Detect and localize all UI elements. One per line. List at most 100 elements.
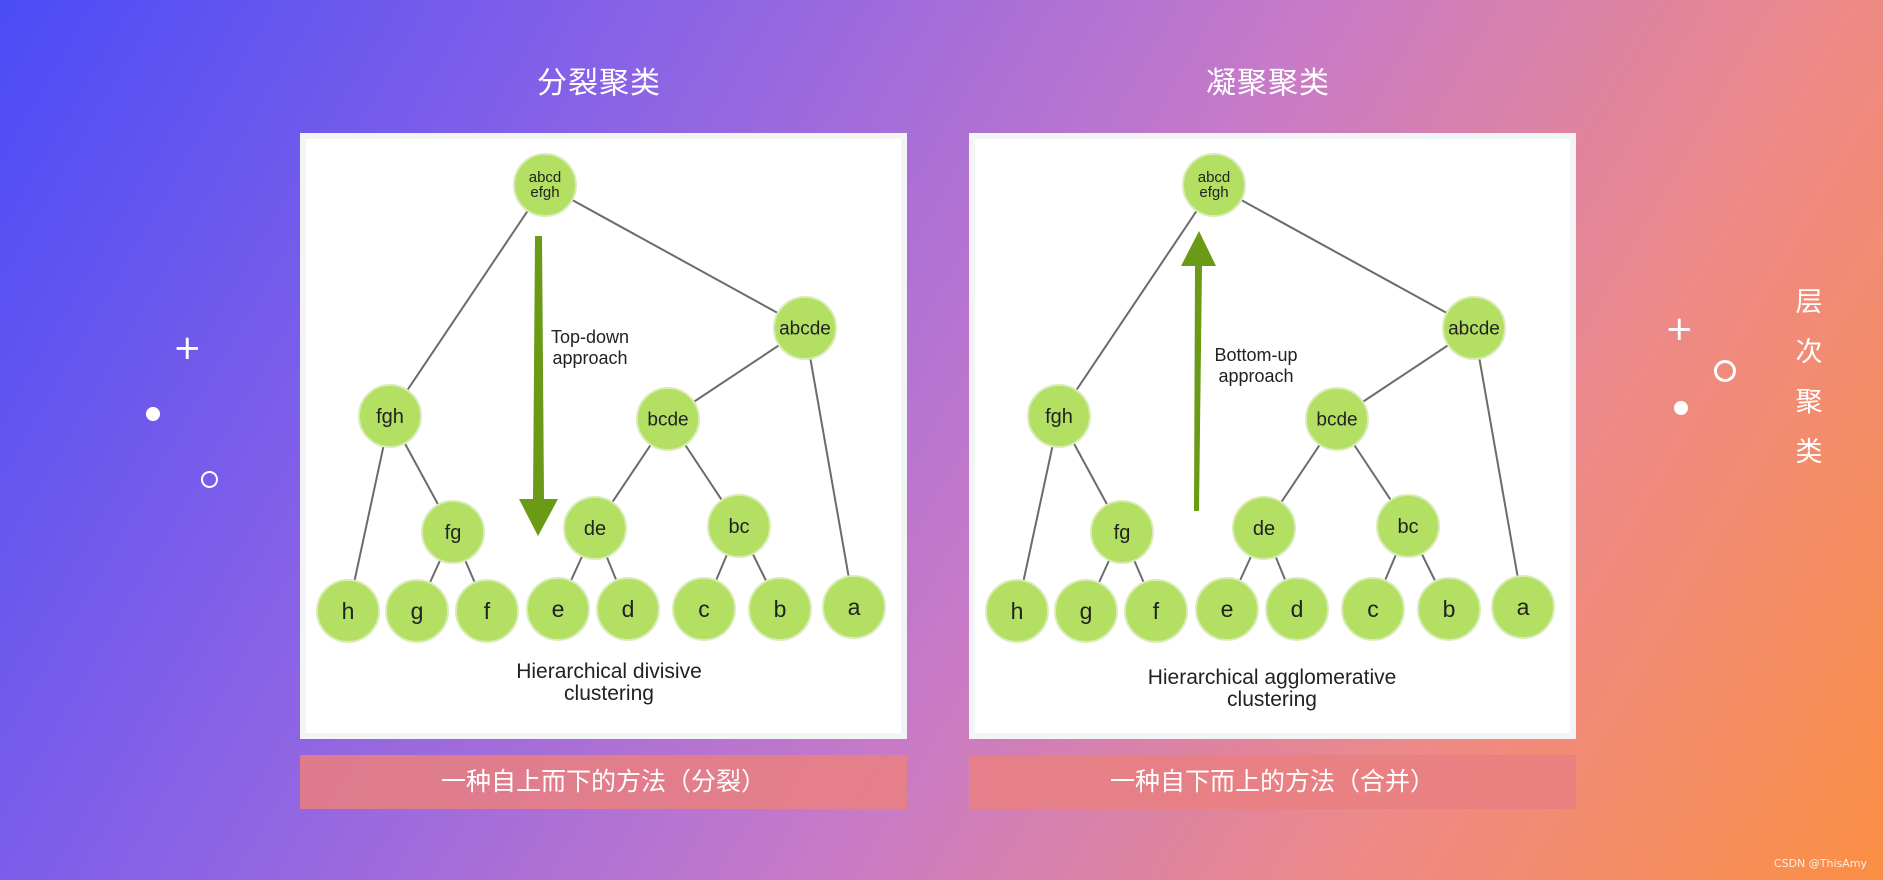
node-label: abcde bbox=[1448, 319, 1500, 340]
node-circle bbox=[1027, 384, 1091, 448]
side-title-char: 聚 bbox=[1795, 387, 1823, 418]
node-label: f bbox=[484, 598, 491, 624]
node-circle bbox=[1491, 575, 1555, 639]
node-de: de bbox=[563, 496, 627, 560]
node-circle bbox=[596, 577, 660, 641]
node-label: de bbox=[584, 518, 606, 540]
node-label: fgh bbox=[1045, 406, 1073, 428]
node-h: h bbox=[316, 579, 380, 643]
node-label: de bbox=[1253, 518, 1275, 540]
node-label: bcde bbox=[647, 410, 688, 431]
up-arrow-icon bbox=[1181, 231, 1216, 511]
node-circle bbox=[421, 500, 485, 564]
approach-note: Top-down bbox=[551, 327, 629, 347]
node-abcde: abcde bbox=[1442, 296, 1506, 360]
approach-note: approach bbox=[1218, 366, 1293, 386]
tree-edge bbox=[1473, 327, 1524, 608]
tree-edge bbox=[1213, 184, 1475, 329]
diagram-caption: Hierarchical divisive bbox=[516, 660, 702, 683]
node-bcde: bcde bbox=[1305, 387, 1369, 451]
node-label: abcde bbox=[779, 319, 831, 340]
node-circle bbox=[1124, 579, 1188, 643]
node-circle bbox=[358, 384, 422, 448]
node-label: a bbox=[1517, 594, 1530, 620]
node-de: de bbox=[1232, 496, 1296, 560]
node-circle bbox=[513, 153, 577, 217]
tree-edge bbox=[544, 184, 806, 329]
node-label: c bbox=[1367, 596, 1379, 622]
node-label: d bbox=[1291, 596, 1304, 622]
agglomerative-caption: 一种自下而上的方法（合并） bbox=[969, 755, 1576, 809]
node-c: c bbox=[672, 577, 736, 641]
node-circle bbox=[985, 579, 1049, 643]
tree-edge bbox=[804, 327, 855, 608]
node-circle bbox=[563, 496, 627, 560]
node-circle bbox=[773, 296, 837, 360]
node-label: fg bbox=[1114, 522, 1131, 544]
node-label: c bbox=[698, 596, 710, 622]
node-circle bbox=[1265, 577, 1329, 641]
approach-note: approach bbox=[552, 348, 627, 368]
node-circle bbox=[1376, 494, 1440, 558]
node-e: e bbox=[526, 577, 590, 641]
divisive-title: 分裂聚类 bbox=[537, 66, 661, 101]
diagram-caption: clustering bbox=[1227, 688, 1317, 711]
node-bc: bc bbox=[1376, 494, 1440, 558]
node-e: e bbox=[1195, 577, 1259, 641]
node-label: g bbox=[1080, 598, 1093, 624]
node-f: f bbox=[1124, 579, 1188, 643]
node-c: c bbox=[1341, 577, 1405, 641]
node-circle bbox=[748, 577, 812, 641]
node-circle bbox=[526, 577, 590, 641]
node-bc: bc bbox=[707, 494, 771, 558]
node-g: g bbox=[385, 579, 449, 643]
node-b: b bbox=[748, 577, 812, 641]
node-label: h bbox=[342, 598, 355, 624]
node-abcde: abcde bbox=[773, 296, 837, 360]
ring-icon bbox=[1714, 360, 1736, 382]
side-title-char: 次 bbox=[1795, 337, 1823, 368]
diagram-caption: Hierarchical agglomerative bbox=[1148, 666, 1397, 689]
dot-icon bbox=[1674, 401, 1688, 415]
node-circle bbox=[1054, 579, 1118, 643]
node-d: d bbox=[596, 577, 660, 641]
node-circle bbox=[1341, 577, 1405, 641]
side-title-char: 类 bbox=[1795, 437, 1823, 468]
node-circle bbox=[1232, 496, 1296, 560]
node-label: b bbox=[1443, 596, 1456, 622]
node-circle bbox=[672, 577, 736, 641]
node-circle bbox=[455, 579, 519, 643]
node-circle bbox=[1195, 577, 1259, 641]
tree-edge bbox=[1058, 184, 1215, 417]
node-circle bbox=[1442, 296, 1506, 360]
node-fg: fg bbox=[1090, 500, 1154, 564]
plus-icon: + bbox=[1665, 309, 1694, 349]
node-d: d bbox=[1265, 577, 1329, 641]
node-circle bbox=[316, 579, 380, 643]
node-label: e bbox=[1221, 596, 1234, 622]
node-label: b bbox=[774, 596, 787, 622]
plus-icon: + bbox=[173, 328, 202, 368]
node-g: g bbox=[1054, 579, 1118, 643]
ring-icon bbox=[201, 471, 218, 488]
approach-note: Bottom-up bbox=[1214, 345, 1297, 365]
node-a: a bbox=[1491, 575, 1555, 639]
node-fgh: fgh bbox=[1027, 384, 1091, 448]
node-circle bbox=[1417, 577, 1481, 641]
node-circle bbox=[1305, 387, 1369, 451]
node-circle bbox=[707, 494, 771, 558]
node-circle bbox=[385, 579, 449, 643]
divisive-caption: 一种自上而下的方法（分裂） bbox=[300, 755, 907, 809]
tree-edge bbox=[1016, 415, 1060, 612]
node-circle bbox=[822, 575, 886, 639]
node-label: g bbox=[411, 598, 424, 624]
node-h: h bbox=[985, 579, 1049, 643]
node-label: fgh bbox=[376, 406, 404, 428]
node-label: bc bbox=[1397, 516, 1418, 538]
